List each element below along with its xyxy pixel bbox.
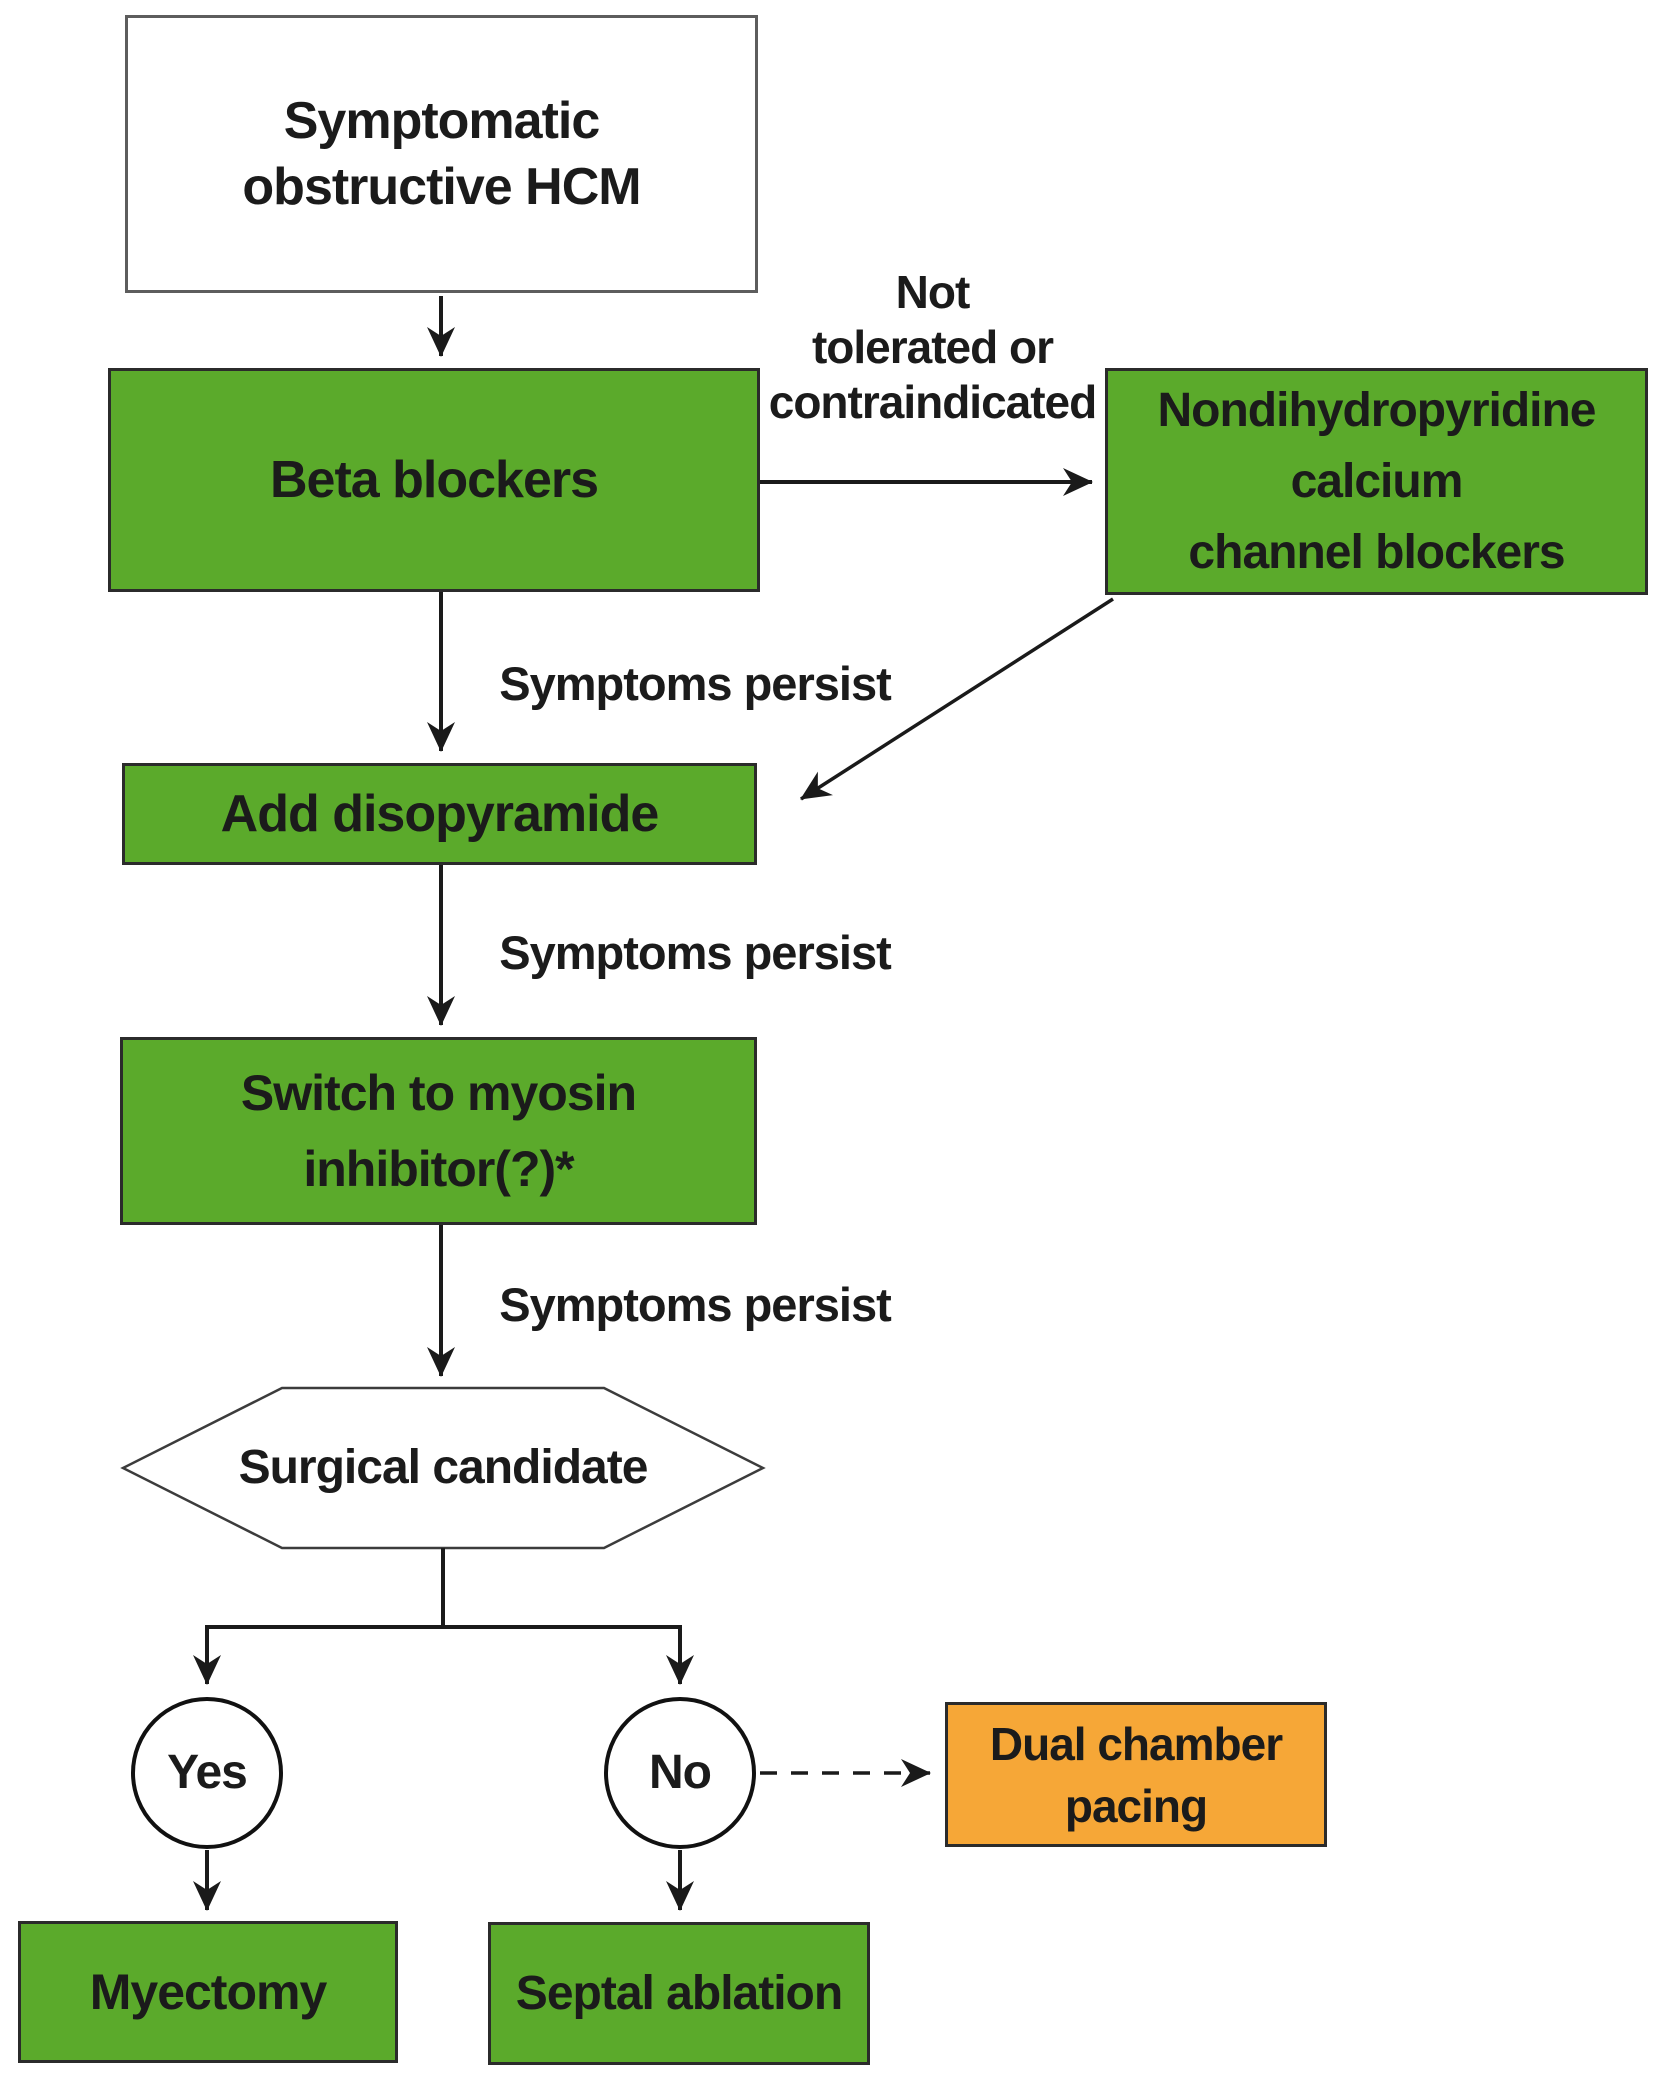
edge-label-symptoms-persist-1: Symptoms persist xyxy=(499,657,891,710)
node-label-line: Nondihydropyridine xyxy=(1157,384,1597,437)
node-label: No xyxy=(649,1746,712,1799)
node-label-line: Dual chamber xyxy=(989,1717,1283,1770)
node-label-line: calcium xyxy=(1290,455,1464,508)
edge-label-symptoms-persist-3: Symptoms persist xyxy=(499,1278,891,1331)
node-label: Septal ablation xyxy=(515,1966,843,2020)
node-add-disopyramide: Add disopyramide xyxy=(122,763,757,865)
surgical-candidate-hexagon xyxy=(120,1386,766,1550)
node-label: Yes xyxy=(167,1746,248,1799)
node-septal-ablation: Septal ablation xyxy=(488,1922,870,2065)
node-label: Myectomy xyxy=(89,1964,328,2020)
node-nondihydropyridine-ccb: Nondihydropyridine calcium channel block… xyxy=(1105,368,1648,595)
node-label-line: channel blockers xyxy=(1188,526,1565,579)
edge-label-not-tolerated: Not tolerated or contraindicated xyxy=(768,265,1098,428)
node-label: Add disopyramide xyxy=(220,785,660,843)
node-yes-circle: Yes xyxy=(131,1697,283,1849)
edge-ndhp-disopyramide xyxy=(800,597,1114,801)
node-beta-blockers: Beta blockers xyxy=(108,368,760,592)
node-label: Beta blockers xyxy=(269,451,599,509)
node-label-line: Symptomatic xyxy=(283,92,601,150)
node-label-line: inhibitor(?)* xyxy=(303,1141,574,1197)
node-switch-to-myosin-inhibitor: Switch to myosin inhibitor(?)* xyxy=(120,1037,757,1225)
node-label-line: obstructive HCM xyxy=(242,158,641,216)
node-dual-chamber-pacing: Dual chamber pacing xyxy=(945,1702,1327,1847)
node-myectomy: Myectomy xyxy=(18,1921,398,2063)
node-no-circle: No xyxy=(604,1697,756,1849)
node-label-line: Switch to myosin xyxy=(240,1065,637,1121)
node-symptomatic-obstructive-hcm: Symptomatic obstructive HCM xyxy=(125,15,758,293)
node-label-line: pacing xyxy=(1064,1779,1208,1832)
node-surgical-candidate-label: Surgical candidate xyxy=(238,1441,649,1494)
edge-label-symptoms-persist-2: Symptoms persist xyxy=(499,926,891,979)
